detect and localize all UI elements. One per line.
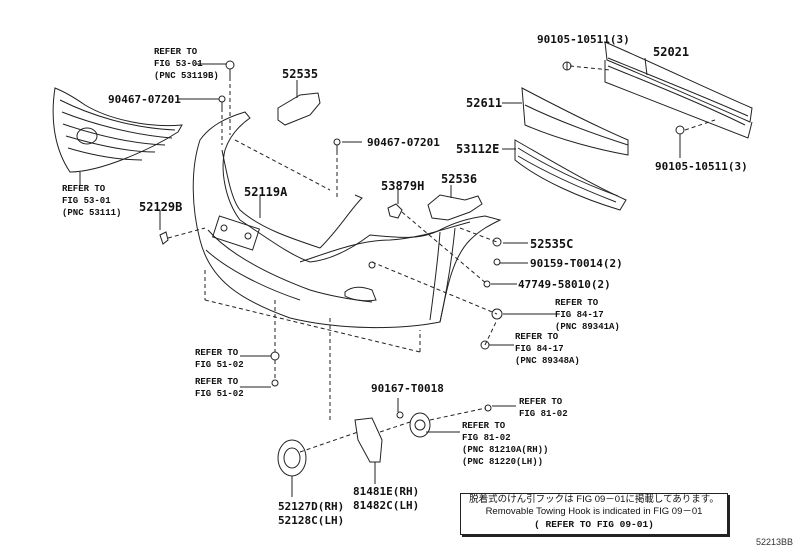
assembly-dashes: [167, 65, 716, 453]
part-number: 81481E(RH): [353, 485, 420, 498]
radiator-grille: [52, 87, 183, 182]
clip-53879h-shape: [387, 203, 403, 219]
ref-line: REFER TO: [195, 377, 239, 387]
note-english: Removable Towing Hook is indicated in FI…: [485, 506, 703, 517]
ref-fig-84-17-89341a: REFER TO FIG 84-17 (PNC 89341A): [555, 297, 620, 333]
towing-hook-note: 脱着式のけん引フックは FIG 09－01に掲載してあります。 Removabl…: [460, 493, 728, 535]
label-90167-t0018: 90167-T0018: [371, 382, 444, 395]
ref-line: REFER TO: [462, 421, 506, 431]
label-53112e: 53112E: [456, 142, 500, 156]
ref-line: FIG 84-17: [555, 310, 604, 320]
part-number: 52128C(LH): [278, 514, 345, 527]
label-52021: 52021: [653, 45, 690, 59]
ref-fig-81-02-b: REFER TO FIG 81-02 (PNC 81210A(RH)) (PNC…: [462, 420, 548, 468]
ref-line: FIG 53-01: [62, 196, 111, 206]
label-90467-07201-mid: 90467-07201: [367, 136, 440, 149]
ref-fig-84-17-89348a: REFER TO FIG 84-17 (PNC 89348A): [515, 331, 580, 367]
label-fog-bracket: 81481E(RH) 81482C(LH): [353, 485, 419, 513]
ref-line: FIG 51-02: [195, 360, 244, 370]
label-fog-bezel: 52127D(RH) 52128C(LH): [278, 500, 344, 528]
bumper-reinforcement: [604, 41, 753, 139]
label-52611: 52611: [466, 96, 503, 110]
ref-line: (PNC 53119B): [154, 71, 219, 81]
ref-fig-53-01-53119b: REFER TO FIG 53-01 (PNC 53119B): [154, 46, 219, 82]
ref-line: REFER TO: [154, 47, 198, 57]
bracket-52536-shape: [427, 194, 483, 221]
leader-lines: [79, 57, 681, 497]
fog-bezel-shape: [277, 439, 307, 477]
ref-line: REFER TO: [515, 332, 559, 342]
part-number: 81482C(LH): [353, 499, 420, 512]
fog-bracket-shape: [354, 417, 383, 463]
part-number: 52127D(RH): [278, 500, 345, 513]
label-52535: 52535: [282, 67, 319, 81]
ref-line: FIG 84-17: [515, 344, 564, 354]
ref-line: FIG 81-02: [519, 409, 568, 419]
label-52536: 52536: [441, 172, 478, 186]
label-52535c: 52535C: [530, 237, 574, 251]
note-japanese: 脱着式のけん引フックは FIG 09－01に掲載してあります。: [469, 494, 719, 505]
bracket-52535-shape: [277, 92, 321, 126]
label-47749-58010: 47749-58010(2): [518, 278, 611, 291]
ref-fig-53-01-53111: REFER TO FIG 53-01 (PNC 53111): [62, 183, 121, 219]
label-90159-t0014: 90159-T0014(2): [530, 257, 623, 270]
label-90467-07201-left: 90467-07201: [108, 93, 181, 106]
ref-line: FIG 53-01: [154, 59, 203, 69]
note-reference: ( REFER TO FIG 09-01): [534, 519, 654, 530]
ref-line: REFER TO: [195, 348, 239, 358]
ref-line: (PNC 89348A): [515, 356, 580, 366]
label-53879h: 53879H: [381, 179, 425, 193]
energy-absorber: [521, 87, 629, 156]
illustration-code: 52213BB: [756, 537, 794, 547]
ref-fig-51-02-a: REFER TO FIG 51-02: [195, 347, 244, 371]
ref-fig-51-02-b: REFER TO FIG 51-02: [195, 376, 244, 400]
ref-line: REFER TO: [62, 184, 106, 194]
ref-line: (PNC 89341A): [555, 322, 620, 332]
ref-line: FIG 51-02: [195, 389, 244, 399]
ref-line: (PNC 81210A(RH)): [462, 445, 549, 455]
ref-line: FIG 81-02: [462, 433, 511, 443]
label-90105-10511-bottom: 90105-10511(3): [655, 160, 748, 173]
bumper-cover: [192, 111, 502, 329]
ref-line: (PNC 53111): [62, 208, 122, 218]
ref-line: (PNC 81220(LH)): [462, 457, 544, 467]
fog-lamp-shape: [409, 412, 431, 438]
ref-line: REFER TO: [555, 298, 599, 308]
label-52129b: 52129B: [139, 200, 183, 214]
label-52119a: 52119A: [244, 185, 288, 199]
ref-fig-81-02-a: REFER TO FIG 81-02: [519, 396, 568, 420]
ref-line: REFER TO: [519, 397, 563, 407]
label-90105-10511-top: 90105-10511(3): [537, 33, 630, 46]
lower-grille: [514, 139, 627, 211]
